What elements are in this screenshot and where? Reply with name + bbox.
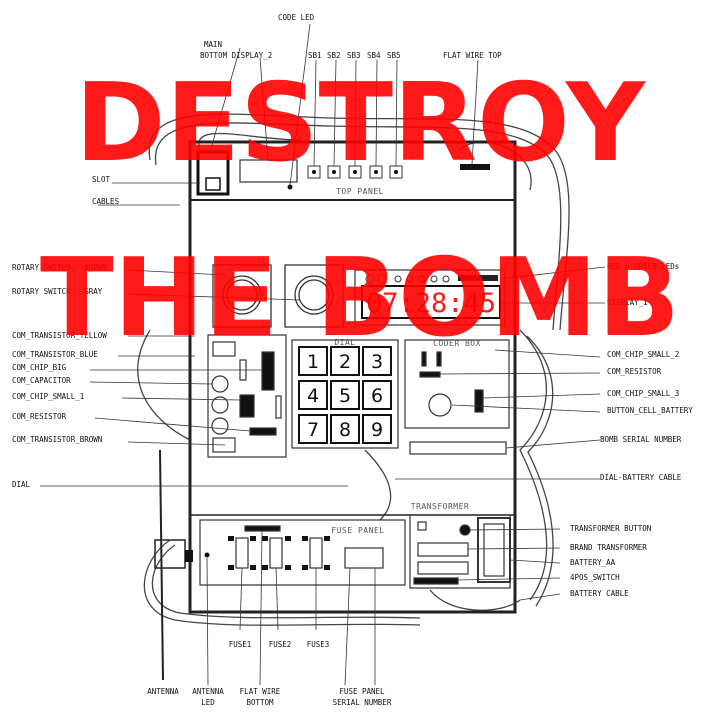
label-com-transistor-blue: COM_TRANSISTOR_BLUE (12, 350, 98, 359)
label-display-1: DISPLAY_1 (607, 298, 648, 307)
transformer-button (459, 524, 471, 536)
label-brand-transformer: BRAND TRANSFORMER (570, 543, 647, 552)
label-bottom-display-2: BOTTOM DISPLAY_2 (200, 51, 272, 60)
fuse-panel (199, 519, 406, 586)
com-resistor-left (249, 427, 277, 436)
top-panel-label: TOP PANEL (336, 187, 384, 196)
label-antenna-led-2: LED (201, 698, 215, 707)
label-battery-aa: BATTERY_AA (570, 558, 616, 567)
label-sb5: SB5 (387, 51, 401, 60)
label-flat-wire-top: FLAT WIRE TOP (443, 51, 502, 60)
main-board (188, 140, 517, 614)
com-chip-small-3 (474, 389, 484, 413)
com-capacitor (211, 375, 229, 393)
bottom-display-2 (239, 159, 298, 183)
keypad-digits: 1 2 3 4 5 6 7 8 9 (307, 351, 383, 441)
title-overlay: DESTROY THE BOMB (40, 61, 680, 361)
label-cables: CABLES (92, 197, 120, 206)
label-4pos-switch: 4POS_SWITCH (570, 573, 620, 582)
fuse-serial-box (344, 547, 384, 569)
label-sb4: SB4 (367, 51, 381, 60)
label-fuse3: FUSE3 (307, 640, 330, 649)
com-resistor-right (419, 371, 441, 378)
display-1 (361, 285, 501, 319)
display-1-block (354, 269, 506, 326)
label-com-chip-big: COM_CHIP_BIG (12, 363, 67, 372)
key-7[interactable]: 7 (307, 419, 319, 441)
key-1[interactable]: 1 (307, 351, 319, 373)
keypad-panel: 1 2 3 4 5 6 7 8 9 (291, 339, 399, 449)
label-com-resistor-right: COM_RESISTOR (607, 367, 662, 376)
title-line-1: DESTROY (75, 61, 647, 186)
label-rotary-brown: ROTARY SWITCH - BROWN (12, 263, 107, 272)
display-1-time: 07:28:45 (366, 288, 496, 319)
label-sb3: SB3 (347, 51, 361, 60)
transformer-block (409, 514, 511, 589)
label-com-chip-small-2: COM_CHIP_SMALL_2 (607, 350, 679, 359)
label-fuse1: FUSE1 (229, 640, 252, 649)
label-bomb-serial-number: BOMB SERIAL NUMBER (600, 435, 682, 444)
label-main: MAIN (204, 40, 222, 49)
label-com-chip-small-1: COM_CHIP_SMALL_1 (12, 392, 84, 401)
cable-loops (137, 113, 570, 626)
label-com-transistor-brown: COM_TRANSISTOR_BROWN (12, 435, 102, 444)
key-4[interactable]: 4 (307, 385, 319, 407)
key-2[interactable]: 2 (339, 351, 351, 373)
label-sb1: SB1 (308, 51, 322, 60)
annotation-labels: CODE LED MAIN BOTTOM DISPLAY_2 SB1 SB2 S… (12, 13, 693, 707)
com-chip-big (261, 351, 275, 391)
label-sb2: SB2 (327, 51, 341, 60)
label-transformer-button: TRANSFORMER BUTTON (570, 524, 651, 533)
label-flat-wire-bottom-2: BOTTOM (246, 698, 274, 707)
label-red-green-leds: RED & GREEN LEDs (607, 262, 679, 271)
dial-panel-label: DIAL (334, 338, 355, 347)
fuse-panel-label: FUSE PANEL (331, 526, 384, 535)
label-com-transistor-yellow: COM_TRANSISTOR_YELLOW (12, 331, 107, 340)
label-dial-battery-cable: DIAL-BATTERY CABLE (600, 473, 682, 482)
label-slot: SLOT (92, 175, 111, 184)
label-antenna-led-1: ANTENNA (192, 687, 224, 696)
brand-transformer (417, 542, 469, 557)
flat-wire-top (460, 164, 490, 170)
label-rotary-gray: ROTARY SWITCH - GRAY (12, 287, 103, 296)
transformer-label: TRANSFORMER (411, 502, 469, 511)
label-flat-wire-bottom-1: FLAT WIRE (240, 687, 281, 696)
label-com-resistor-left: COM_RESISTOR (12, 412, 67, 421)
key-8[interactable]: 8 (339, 419, 351, 441)
coder-box-label: CODER BOX (433, 339, 481, 348)
bomb-serial-number (409, 441, 507, 455)
label-antenna: ANTENNA (147, 687, 179, 696)
key-6[interactable]: 6 (371, 385, 383, 407)
label-fuse-panel-serial-2: SERIAL NUMBER (333, 698, 392, 707)
label-com-capacitor: COM_CAPACITOR (12, 376, 71, 385)
antenna (154, 449, 193, 681)
label-dial: DIAL (12, 480, 31, 489)
component-board (207, 334, 287, 458)
title-line-2: THE BOMB (40, 236, 680, 361)
flat-wire-bottom (244, 525, 281, 532)
coder-box (404, 339, 510, 455)
code-led (287, 184, 293, 190)
slot (196, 150, 230, 196)
label-com-chip-small-3: COM_CHIP_SMALL_3 (607, 389, 679, 398)
leader-lines (40, 23, 606, 686)
panel-labels: TOP PANEL DIAL CODER BOX TRANSFORMER FUS… (331, 187, 481, 535)
label-code-led: CODE LED (278, 13, 315, 22)
label-button-cell-battery: BUTTON_CELL_BATTERY (607, 406, 693, 415)
key-5[interactable]: 5 (339, 385, 351, 407)
key-9[interactable]: 9 (371, 419, 383, 441)
key-3[interactable]: 3 (371, 351, 383, 373)
button-cell-battery (428, 393, 452, 417)
battery-aa (477, 517, 511, 583)
rotary-switches (212, 264, 344, 328)
com-chip-small-1 (239, 394, 255, 418)
label-fuse-panel-serial-1: FUSE PANEL (339, 687, 385, 696)
label-fuse2: FUSE2 (269, 640, 292, 649)
keypad-keys (298, 346, 392, 444)
label-battery-cable: BATTERY CABLE (570, 589, 629, 598)
